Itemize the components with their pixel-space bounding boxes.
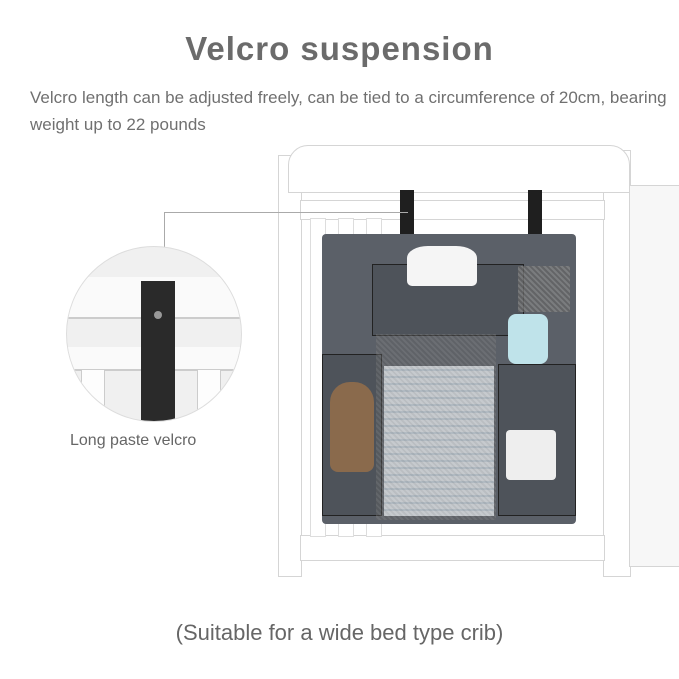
diaper-organizer: [322, 234, 576, 524]
description: Velcro length can be adjusted freely, ca…: [30, 88, 667, 134]
inset-label: Long paste velcro: [70, 432, 197, 449]
velcro-closeup: [66, 246, 242, 422]
callout-line: [164, 212, 408, 213]
velcro-strap-left: [400, 190, 414, 236]
caption: (Suitable for a wide bed type crib): [175, 620, 504, 645]
page-title: Velcro suspension: [185, 30, 494, 67]
velcro-strap-right: [528, 190, 542, 236]
